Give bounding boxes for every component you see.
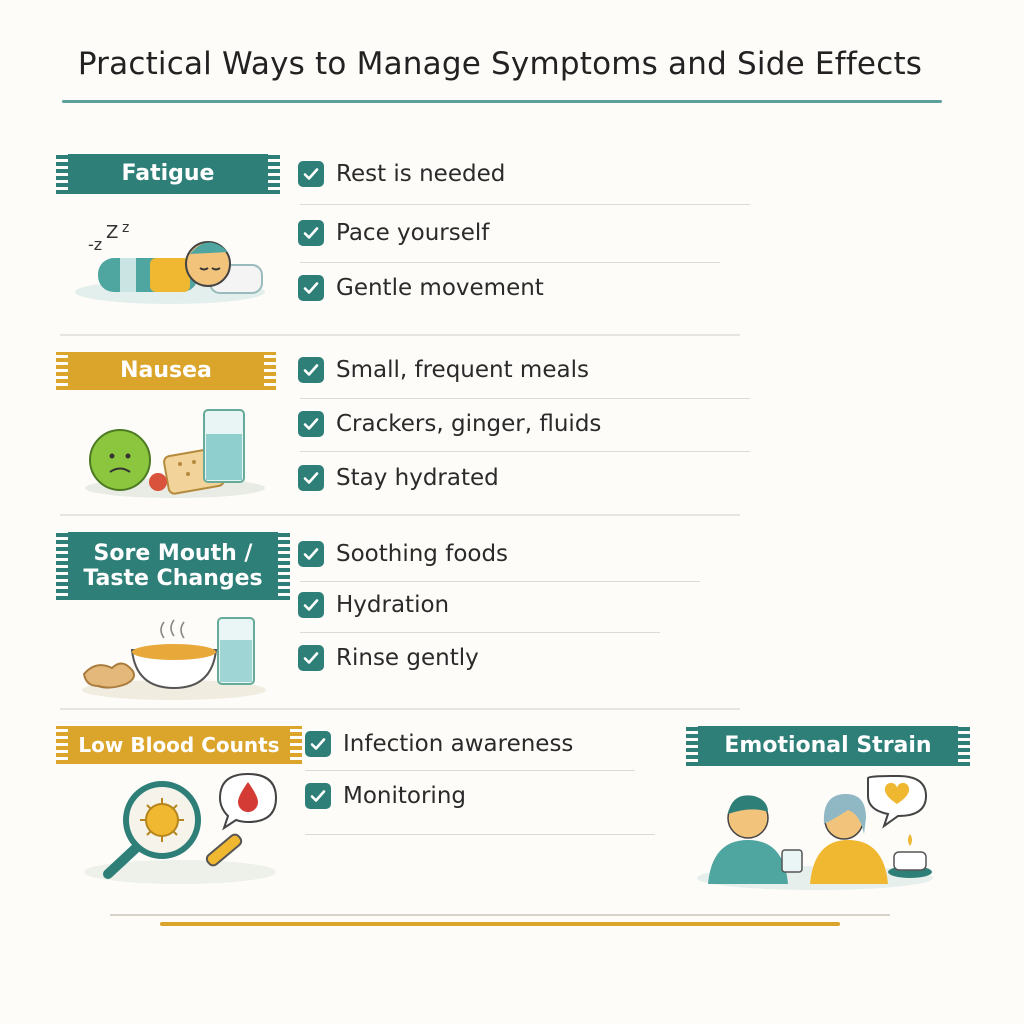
check-icon	[305, 731, 331, 757]
item-text: Monitoring	[343, 783, 466, 809]
item-divider	[300, 262, 720, 263]
title-underline	[62, 100, 942, 103]
nausea-banner: Nausea	[56, 352, 276, 390]
checklist-item: Crackers, ginger, fluids	[298, 406, 601, 442]
sleeping-person-icon: -z Z z	[75, 220, 265, 304]
check-icon	[305, 783, 331, 809]
section-divider	[60, 708, 740, 710]
emotional-strain-banner: Emotional Strain	[686, 726, 970, 766]
item-text: Crackers, ginger, fluids	[336, 411, 602, 437]
item-text: Rinse gently	[336, 645, 479, 671]
item-text: Small, frequent meals	[336, 357, 589, 383]
check-icon	[298, 220, 324, 246]
section-divider	[60, 514, 740, 516]
checklist-item: Pace yourself	[298, 215, 489, 251]
check-icon	[298, 541, 324, 567]
checklist-item: Gentle movement	[298, 270, 544, 306]
item-divider	[300, 632, 660, 633]
checklist-item: Soothing foods	[298, 536, 508, 572]
item-text: Hydration	[336, 592, 450, 618]
item-divider	[300, 451, 750, 452]
item-divider	[300, 204, 750, 205]
check-icon	[298, 161, 324, 187]
two-people-talking-icon	[697, 774, 933, 890]
svg-text:z: z	[122, 220, 129, 236]
nausea-label: Nausea	[120, 358, 212, 384]
check-icon	[298, 411, 324, 437]
svg-text:-z: -z	[88, 235, 102, 254]
checklist-item: Small, frequent meals	[298, 352, 589, 388]
item-divider	[305, 834, 655, 835]
section-divider	[60, 334, 740, 336]
check-icon	[298, 592, 324, 618]
checklist-item: Hydration	[298, 587, 449, 623]
item-divider	[305, 770, 635, 771]
fatigue-label: Fatigue	[121, 161, 215, 187]
bottom-divider	[110, 914, 890, 916]
bottom-accent-line	[160, 922, 840, 926]
checklist-item: Stay hydrated	[298, 460, 499, 496]
item-divider	[300, 581, 700, 582]
checklist-item: Rest is needed	[298, 156, 505, 192]
item-text: Pace yourself	[336, 220, 490, 246]
low-blood-counts-label: Low Blood Counts	[78, 732, 280, 757]
check-icon	[298, 275, 324, 301]
nausea-food-icon	[85, 409, 265, 498]
page-title: Practical Ways to Manage Symptoms and Si…	[77, 46, 923, 82]
item-text: Rest is needed	[336, 161, 506, 187]
item-text: Gentle movement	[336, 275, 544, 301]
checklist-item: Rinse gently	[298, 640, 479, 676]
checklist-item: Monitoring	[305, 778, 466, 814]
item-divider	[300, 398, 750, 399]
sore-mouth-label-line2: Taste Changes	[83, 566, 263, 591]
check-icon	[298, 465, 324, 491]
item-text: Stay hydrated	[336, 465, 499, 491]
soup-and-water-icon	[82, 617, 266, 700]
check-icon	[298, 357, 324, 383]
svg-text:Z: Z	[106, 222, 118, 243]
checklist-item: Infection awareness	[305, 726, 573, 762]
item-text: Infection awareness	[343, 731, 574, 757]
magnifier-blood-icon	[84, 772, 278, 884]
sore-mouth-banner: Sore Mouth / Taste Changes	[56, 532, 290, 600]
check-icon	[298, 645, 324, 671]
low-blood-counts-banner: Low Blood Counts	[56, 726, 302, 764]
emotional-strain-label: Emotional Strain	[724, 733, 932, 759]
sore-mouth-label-line1: Sore Mouth /	[93, 540, 253, 566]
item-text: Soothing foods	[336, 541, 509, 567]
fatigue-banner: Fatigue	[56, 154, 280, 194]
